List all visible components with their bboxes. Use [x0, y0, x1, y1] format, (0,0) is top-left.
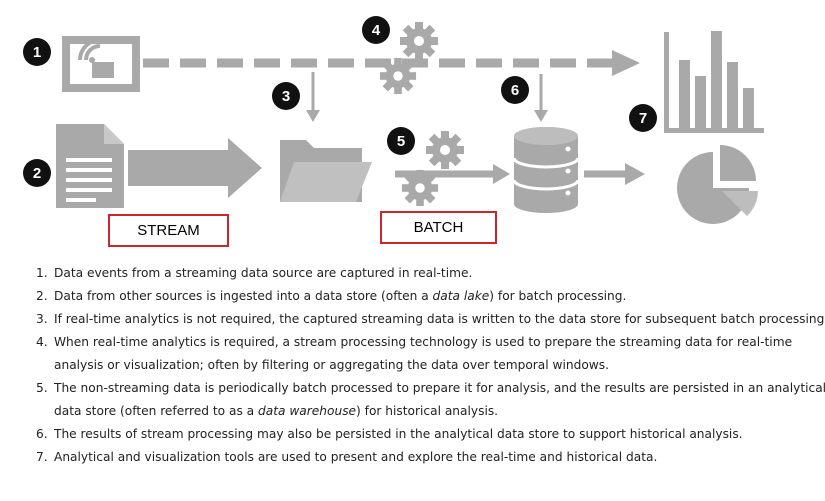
note-number: 2. [36, 289, 48, 303]
note-text: Analytical and visualization tools are u… [54, 450, 658, 464]
note-text: If real-time analytics is not required, … [54, 312, 825, 326]
svg-text:5: 5 [397, 133, 405, 150]
note-number: 3. [36, 312, 48, 326]
document-icon [56, 124, 124, 208]
folder-icon [280, 140, 372, 202]
note-number: 5. [36, 381, 48, 395]
list-item: 6. The results of stream processing may a… [36, 423, 825, 446]
note-text: The results of stream processing may als… [54, 427, 743, 441]
svg-text:1: 1 [33, 44, 41, 61]
wifi-tablet-icon [62, 36, 140, 92]
step-marker-1: 1 [23, 38, 51, 66]
note-number: 4. [36, 335, 48, 349]
note-term: data lake [432, 289, 490, 303]
note-number: 6. [36, 427, 48, 441]
batch-ingest-arrow [128, 138, 262, 198]
list-item: 7. Analytical and visualization tools are… [36, 446, 825, 469]
database-icon [512, 127, 580, 213]
list-item: 4. When real-time analytics is required, … [36, 331, 825, 377]
arrow-to-analytics [584, 163, 645, 185]
note-text: Data from other sources is ingested into… [54, 289, 433, 303]
note-text: When real-time analytics is required, a … [54, 335, 793, 372]
step-marker-2: 2 [23, 159, 51, 187]
list-item: 1. Data events from a streaming data sour… [36, 262, 825, 285]
step-notes-list: 1. Data events from a streaming data sour… [36, 262, 825, 469]
svg-text:4: 4 [372, 22, 381, 39]
gears-icon [395, 131, 510, 207]
arrow-down-to-database [534, 74, 548, 122]
note-number: 7. [36, 450, 48, 464]
svg-text:2: 2 [33, 165, 41, 182]
step-marker-7: 7 [629, 104, 657, 132]
stream-dashed-arrow [143, 50, 640, 76]
step-marker-5: 5 [387, 127, 415, 155]
step-marker-3: 3 [272, 82, 300, 110]
bar-chart-icon [664, 31, 764, 133]
note-text: ) for batch processing. [489, 289, 627, 303]
note-number: 1. [36, 266, 48, 280]
step-marker-4: 4 [362, 16, 390, 44]
pie-chart-icon [677, 145, 758, 224]
stream-label: STREAM [108, 214, 229, 247]
svg-text:7: 7 [639, 110, 647, 127]
list-item: 3. If real-time analytics is not required… [36, 308, 825, 331]
note-text: The non-streaming data is periodically b… [54, 381, 825, 418]
note-term: data warehouse [258, 404, 357, 418]
data-flow-diagram: 1 2 3 4 5 6 7 [23, 16, 764, 224]
batch-label: BATCH [380, 211, 497, 244]
svg-text:6: 6 [511, 82, 519, 99]
arrow-down-to-folder [306, 72, 320, 122]
note-text: Data events from a streaming data source… [54, 266, 473, 280]
step-marker-6: 6 [501, 76, 529, 104]
note-text: ) for historical analysis. [356, 404, 499, 418]
list-item: 5. The non-streaming data is periodically… [36, 377, 825, 423]
svg-text:3: 3 [282, 88, 290, 105]
list-item: 2. Data from other sources is ingested in… [36, 285, 825, 308]
